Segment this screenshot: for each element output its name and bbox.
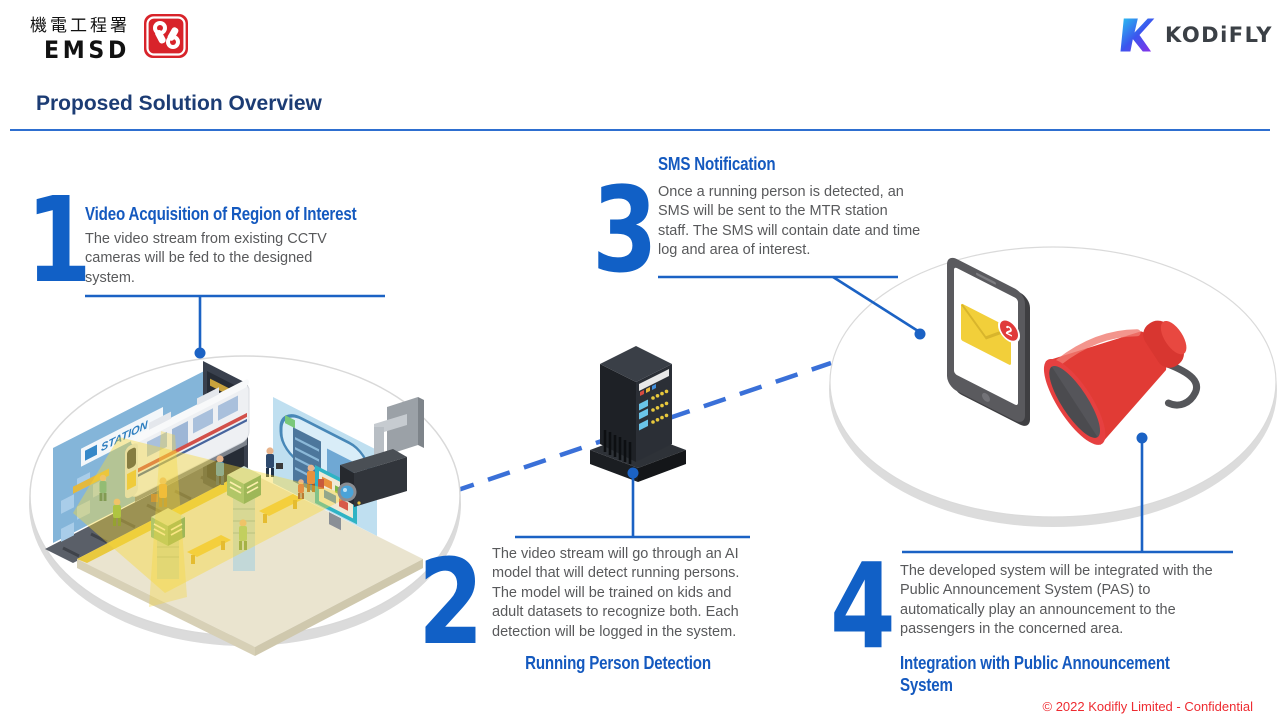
step-1-number: 1 [26,171,92,309]
step-2-description: The video stream will go through an AI m… [492,546,740,640]
title-underline [10,129,1270,131]
notification-illustration: 2 [829,246,1277,527]
kodifly-name: KODiFLY [1165,23,1273,47]
emsd-icon [144,14,188,58]
megaphone-handle [1163,360,1200,409]
step-2-number: 2 [418,533,484,671]
wrench-icon [153,21,180,49]
camera-view-cone [73,431,352,607]
step-4-description: The developed system will be integrated … [900,563,1213,638]
svg-text:2: 2 [1006,322,1013,340]
train-tracks [45,463,241,563]
envelope-icon: 2 [961,303,1020,365]
station-illustration: STATION [29,355,461,656]
step-4-number: 4 [830,537,896,675]
kodifly-logo: KODiFLY [1118,16,1273,54]
step-1-description: The video stream from existing CCTV came… [85,231,327,286]
ai-server-icon [590,346,686,482]
step-1-heading: Video Acquisition of Region of Interest [85,204,357,224]
smartphone-icon: 2 [947,257,1030,426]
kodifly-k-icon [1120,18,1155,52]
cctv-camera-icon [337,397,424,507]
emsd-cjk-name: 機電工程署 [30,16,130,35]
megaphone-icon [1043,320,1200,445]
emsd-logo: 機電工程署 EMSD [30,11,130,64]
step-2-heading: Running Person Detection [525,653,711,673]
bench [259,494,303,523]
emsd-latin-name: EMSD [43,36,130,64]
notification-badge: 2 [998,318,1020,343]
page-title: Proposed Solution Overview [36,92,322,115]
train [125,379,250,502]
step-3-heading: SMS Notification [658,154,776,174]
step-3-number: 3 [592,161,658,299]
train-front [125,443,138,499]
step-3-description: Once a running person is detected, an SM… [658,184,921,259]
bench [187,535,231,564]
passengers [99,447,324,550]
station-map-board [315,465,357,531]
server-led-rows [639,389,669,431]
step-4-heading: Integration with Public Announcement Sys… [900,653,1170,695]
copyright-notice: © 2022 Kodifly Limited - Confidential [1042,699,1253,714]
platform-pillar [151,508,185,579]
